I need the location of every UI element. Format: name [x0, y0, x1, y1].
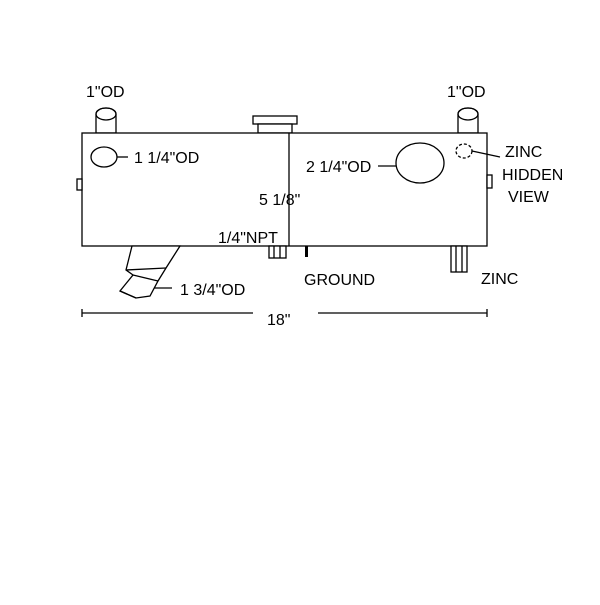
zinc-hidden-label-2: HIDDEN: [502, 167, 563, 184]
zinc-hidden-label-1: ZINC: [505, 144, 542, 161]
npt-fitting: [268, 245, 287, 259]
right-side-lug: [486, 174, 493, 189]
outlet-od-label: 1 3/4"OD: [180, 282, 245, 299]
zinc-hidden-label-3: VIEW: [508, 189, 550, 206]
ground-label: GROUND: [304, 272, 375, 289]
left-side-lug: [76, 178, 83, 191]
top-center-cap: [252, 115, 298, 134]
bottom-zinc-label: ZINC: [481, 271, 518, 288]
zinc-hidden-leader: [471, 150, 501, 158]
top-left-od-label: 1"OD: [86, 84, 125, 101]
top-right-pipe: [457, 107, 479, 134]
bottom-zinc: [450, 245, 468, 273]
top-left-pipe: [95, 107, 117, 134]
npt-label: 1/4"NPT: [218, 230, 278, 247]
width-dimension-label: 18": [267, 312, 290, 329]
top-right-od-label: 1"OD: [447, 84, 486, 101]
width-dimension: [81, 309, 488, 317]
tank-body: [81, 132, 488, 247]
ground-stud: [305, 246, 308, 257]
height-dimension-label: 5 1/8": [259, 192, 300, 209]
right-port-od-label: 2 1/4"OD: [306, 159, 371, 176]
left-port-od-label: 1 1/4"OD: [134, 150, 199, 167]
outlet-pipe: [118, 245, 182, 299]
right-port-circle: [395, 142, 445, 184]
